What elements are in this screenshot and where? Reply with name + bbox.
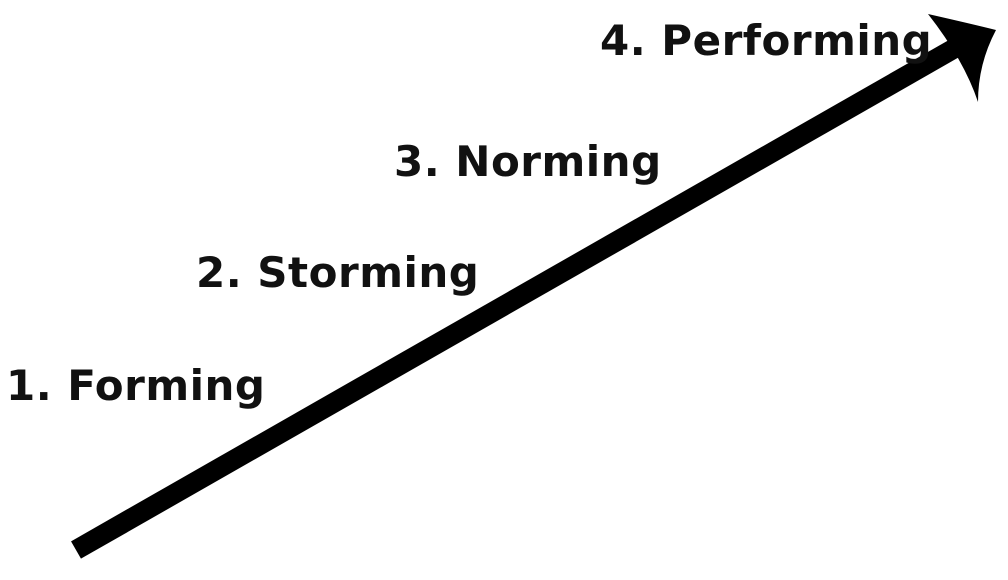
arrow-shaft <box>71 35 967 559</box>
stage-label-performing: 4. Performing <box>600 16 933 65</box>
stage-label-forming: 1. Forming <box>6 361 266 410</box>
arrowhead-icon <box>928 14 996 102</box>
stage-label-norming: 3. Norming <box>394 137 662 186</box>
stage-label-storming: 2. Storming <box>196 248 480 297</box>
